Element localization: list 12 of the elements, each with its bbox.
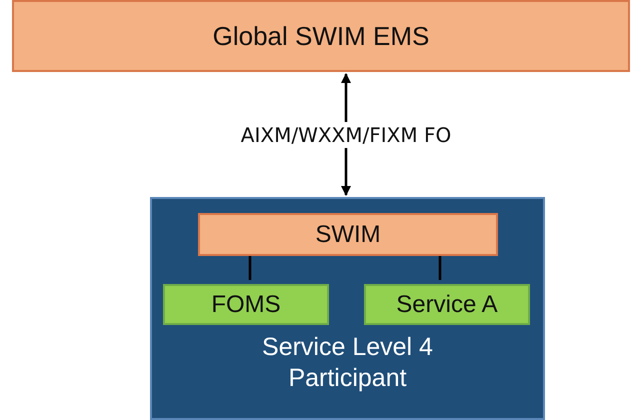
box-label: Service A	[396, 290, 498, 320]
box-label: SWIM	[315, 220, 381, 250]
connector-line	[438, 256, 442, 280]
system-box	[12, 0, 630, 72]
panel-label: Service Level 4 Participant	[261, 332, 434, 394]
box-label: FOMS	[211, 290, 281, 320]
participant-panel	[150, 197, 545, 420]
swim-box	[198, 213, 498, 256]
box-title: Global SWIM EMS	[212, 20, 430, 52]
connector-line	[248, 256, 252, 280]
service-box	[163, 284, 329, 325]
service-box	[364, 284, 530, 325]
